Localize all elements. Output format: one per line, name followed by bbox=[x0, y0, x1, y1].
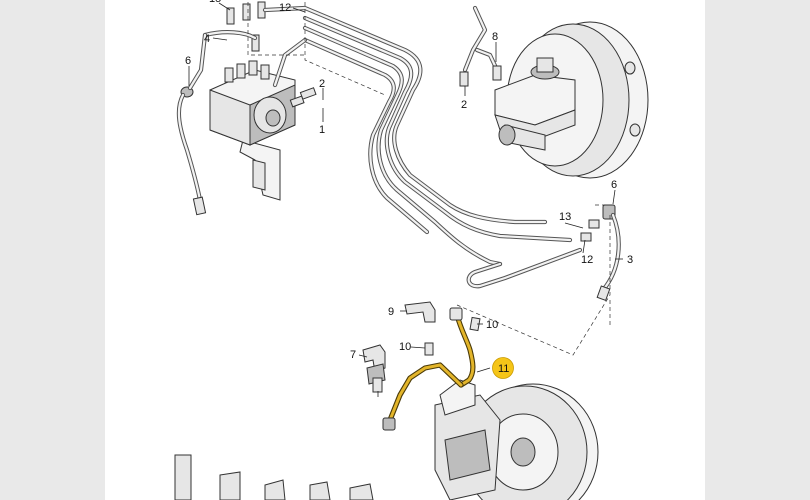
clip-10-right[interactable] bbox=[469, 316, 481, 332]
bracket-9[interactable] bbox=[404, 301, 436, 323]
callout-13: 13 bbox=[559, 211, 571, 223]
callout-6-left: 6 bbox=[185, 55, 191, 67]
callout-10-right: 10 bbox=[486, 319, 498, 331]
clip-10-left[interactable] bbox=[424, 342, 434, 356]
callout-12-mid: 12 bbox=[581, 254, 593, 266]
callout-9: 9 bbox=[388, 306, 394, 318]
bolt-8[interactable] bbox=[372, 377, 383, 393]
callout-10-left: 10 bbox=[399, 341, 411, 353]
callout-8: 8 bbox=[492, 31, 498, 43]
callout-7: 7 bbox=[350, 349, 356, 361]
callout-labels: 15 12 4 6 2 1 8 2 6 13 12 3 9 10 10 7 11 bbox=[185, 0, 633, 379]
right-junction-fittings[interactable] bbox=[580, 204, 621, 301]
callout-1: 1 bbox=[319, 124, 325, 136]
callout-4: 4 bbox=[204, 33, 210, 45]
brake-pipe-bundle-main[interactable] bbox=[262, 5, 583, 289]
loose-clips-bottom[interactable] bbox=[174, 454, 374, 500]
brake-disc-assembly[interactable] bbox=[434, 379, 599, 500]
callout-11-highlight[interactable]: 11 bbox=[492, 357, 514, 379]
dashed-reference-lines bbox=[247, 2, 611, 356]
callout-2-reservoir: 2 bbox=[461, 99, 467, 111]
abs-hydraulic-unit[interactable] bbox=[180, 60, 296, 201]
abs-pipe-fittings-top[interactable] bbox=[226, 1, 317, 108]
callout-12-top: 12 bbox=[279, 2, 291, 14]
callout-11: 11 bbox=[498, 363, 509, 375]
brake-pipe-left-rear[interactable] bbox=[176, 30, 258, 216]
callout-leaders bbox=[188, 2, 623, 397]
brake-system-exploded-diagram: 15 12 4 6 2 1 8 2 6 13 12 3 9 10 10 7 11 bbox=[174, 0, 649, 500]
brake-pipe-right-master[interactable] bbox=[459, 5, 502, 87]
flexible-brake-hose[interactable] bbox=[382, 307, 476, 431]
callout-6-right: 6 bbox=[611, 179, 617, 191]
callout-15: 15 bbox=[209, 0, 221, 5]
master-cylinder-reservoir[interactable] bbox=[494, 57, 576, 151]
diagram-sheet: 15 12 4 6 2 1 8 2 6 13 12 3 9 10 10 7 11 bbox=[105, 0, 705, 500]
callout-2-abs: 2 bbox=[319, 78, 325, 90]
callout-3: 3 bbox=[627, 254, 633, 266]
